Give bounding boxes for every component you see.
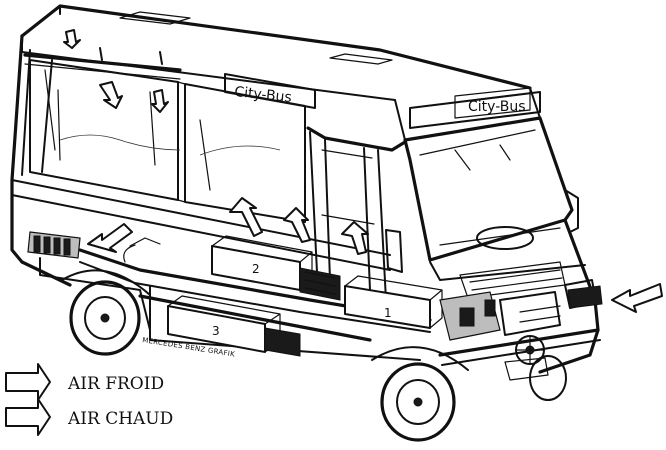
hot-air-arrow-1 [229, 197, 263, 237]
destination-sign-front-text: City-Bus [468, 99, 526, 115]
front-wheel-far [529, 355, 567, 401]
heating-system: 2 1 3 [27, 231, 603, 381]
legend-item-hot-air: AIR CHAUD [5, 398, 173, 436]
cold-air-arrow-rear [87, 223, 133, 253]
component-label-2: 2 [252, 262, 260, 276]
destination-sign-front: City-Bus [409, 87, 541, 129]
hot-air-legend-arrow [5, 398, 51, 436]
hot-air-arrow-3 [341, 221, 369, 255]
destination-sign-side: City-Bus [224, 73, 316, 109]
vent-arrow-1 [99, 81, 123, 109]
component-label-1: 1 [384, 306, 392, 320]
front-wheel [371, 346, 469, 442]
component-label-3: 3 [212, 324, 220, 338]
cold-air-arrow-front [611, 283, 663, 313]
cold-air-legend-arrow [5, 363, 51, 401]
destination-sign-side-text: City-Bus [234, 84, 293, 106]
airflow-arrows [63, 29, 663, 313]
vent-arrow-2 [63, 29, 81, 49]
legend-label-hot-air: AIR CHAUD [67, 409, 173, 429]
bus-body [10, 4, 601, 374]
vent-arrow-3 [151, 89, 169, 113]
legend: AIR FROID AIR CHAUD [5, 363, 173, 436]
legend-label-cold-air: AIR FROID [67, 374, 164, 394]
legend-item-cold-air: AIR FROID [5, 363, 164, 401]
hot-air-arrow-2 [283, 207, 311, 243]
